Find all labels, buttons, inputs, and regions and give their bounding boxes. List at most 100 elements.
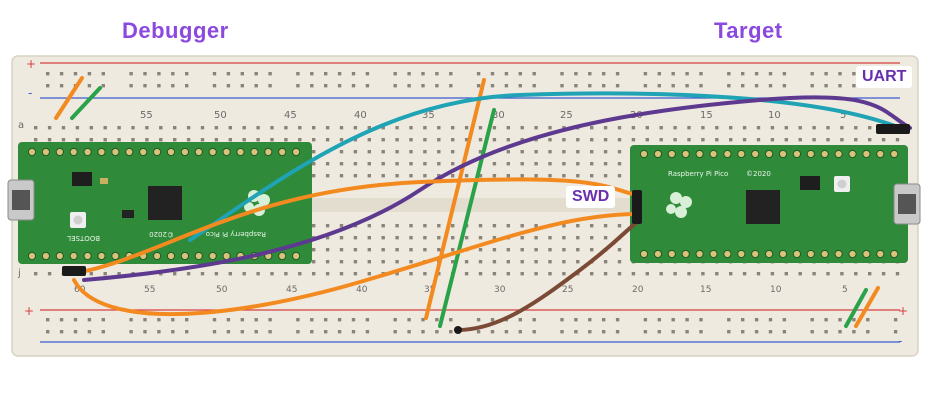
breadboard-hole — [671, 84, 675, 88]
breadboard-hole — [742, 272, 747, 276]
breadboard-hole — [46, 84, 50, 88]
header-pin — [250, 147, 259, 157]
breadboard-hole — [325, 236, 330, 240]
wire-green-short — [844, 288, 868, 328]
breadboard-hole — [186, 126, 191, 130]
header-pin — [27, 251, 37, 261]
breadboard-hole — [548, 162, 552, 166]
breadboard-hole — [395, 174, 399, 178]
breadboard-hole — [228, 126, 232, 130]
breadboard-hole — [270, 138, 274, 142]
copyright-text: ©2020 — [149, 230, 174, 238]
breadboard-hole — [645, 138, 649, 142]
breadboard-hole — [824, 84, 828, 88]
breadboard-hole — [534, 150, 538, 154]
breadboard-hole — [617, 150, 622, 154]
breadboard-hole — [73, 330, 78, 334]
col-number: 55 — [140, 110, 153, 121]
breadboard-hole — [659, 272, 663, 276]
breadboard-hole — [782, 318, 787, 322]
breadboard-hole — [75, 138, 80, 142]
breadboard-hole — [393, 330, 397, 334]
breadboard-hole — [504, 84, 509, 88]
breadboard-hole — [61, 138, 66, 142]
breadboard-hole — [810, 72, 814, 76]
bootsel-text: BOOTSEL — [67, 234, 100, 242]
breadboard-hole — [617, 260, 622, 264]
breadboard-hole — [590, 236, 594, 240]
breadboard-hole — [157, 318, 161, 322]
breadboard-hole — [715, 272, 719, 276]
header-pin — [125, 147, 134, 157]
breadboard-hole — [520, 126, 524, 130]
breadboard-hole — [838, 84, 842, 88]
header-pin — [639, 149, 649, 159]
breadboard-hole — [826, 126, 830, 130]
breadboard-hole — [451, 174, 455, 178]
breadboard-hole — [645, 126, 649, 130]
breadboard-hole — [117, 126, 121, 130]
breadboard-hole — [451, 236, 455, 240]
breadboard-hole — [46, 318, 50, 322]
breadboard-hole — [325, 224, 330, 228]
breadboard-hole — [367, 272, 371, 276]
header-pin — [208, 147, 217, 157]
header-pin — [765, 249, 774, 259]
breadboard-hole — [478, 150, 483, 154]
breadboard-hole — [784, 138, 788, 142]
breadboard-hole — [325, 260, 330, 264]
breadboard-hole — [312, 174, 316, 178]
breadboard-hole — [381, 162, 385, 166]
breadboard-hole — [590, 162, 594, 166]
breadboard-hole — [129, 318, 133, 322]
breadboard-hole — [492, 248, 497, 252]
breadboard-hole — [532, 84, 536, 88]
breadboard-hole — [129, 330, 133, 334]
breadboard-hole — [117, 138, 121, 142]
breadboard-hole — [518, 84, 522, 88]
breadboard-hole — [73, 318, 78, 322]
breadboard-hole — [770, 272, 775, 276]
breadboard-hole — [242, 272, 246, 276]
breadboard-hole — [131, 126, 135, 130]
wire-orange-short — [854, 286, 880, 328]
breadboard-hole — [449, 72, 453, 76]
header-pin — [876, 249, 885, 259]
header-pin — [83, 251, 92, 261]
col-number: 50 — [214, 110, 227, 121]
breadboard-hole — [866, 318, 870, 322]
board-name-text: Raspberry Pi Pico — [668, 170, 728, 178]
breadboard-hole — [381, 126, 385, 130]
breadboard-hole — [840, 138, 844, 142]
breadboard-hole — [101, 318, 105, 322]
breadboard-hole — [268, 84, 272, 88]
breadboard-hole — [324, 84, 328, 88]
breadboard-hole — [868, 126, 872, 130]
col-number: 25 — [560, 110, 573, 121]
header-pin — [180, 251, 189, 261]
target-label: Target — [714, 18, 783, 43]
breadboard-hole — [423, 272, 427, 276]
flash-chip — [72, 172, 92, 186]
breadboard-hole — [562, 126, 566, 130]
breadboard-hole — [492, 162, 497, 166]
breadboard-hole — [186, 138, 191, 142]
breadboard-hole — [504, 330, 509, 334]
breadboard-hole — [59, 84, 64, 88]
breadboard-hole — [492, 236, 497, 240]
breadboard-hole — [518, 318, 522, 322]
board-name-text: Raspberry Pi Pico — [206, 230, 266, 238]
col-number: 10 — [770, 285, 782, 295]
breadboard-hole — [312, 248, 316, 252]
breadboard-hole — [756, 272, 761, 276]
breadboard-hole — [365, 318, 370, 322]
header-pin — [653, 249, 663, 259]
breadboard-hole — [423, 236, 427, 240]
header-pin — [97, 147, 106, 157]
breadboard-hole — [284, 272, 288, 276]
row-letter-j: j — [17, 268, 21, 279]
breadboard-hole — [339, 138, 344, 142]
breadboard-hole — [296, 84, 300, 88]
breadboard-hole — [824, 72, 828, 76]
breadboard-hole — [643, 330, 648, 334]
